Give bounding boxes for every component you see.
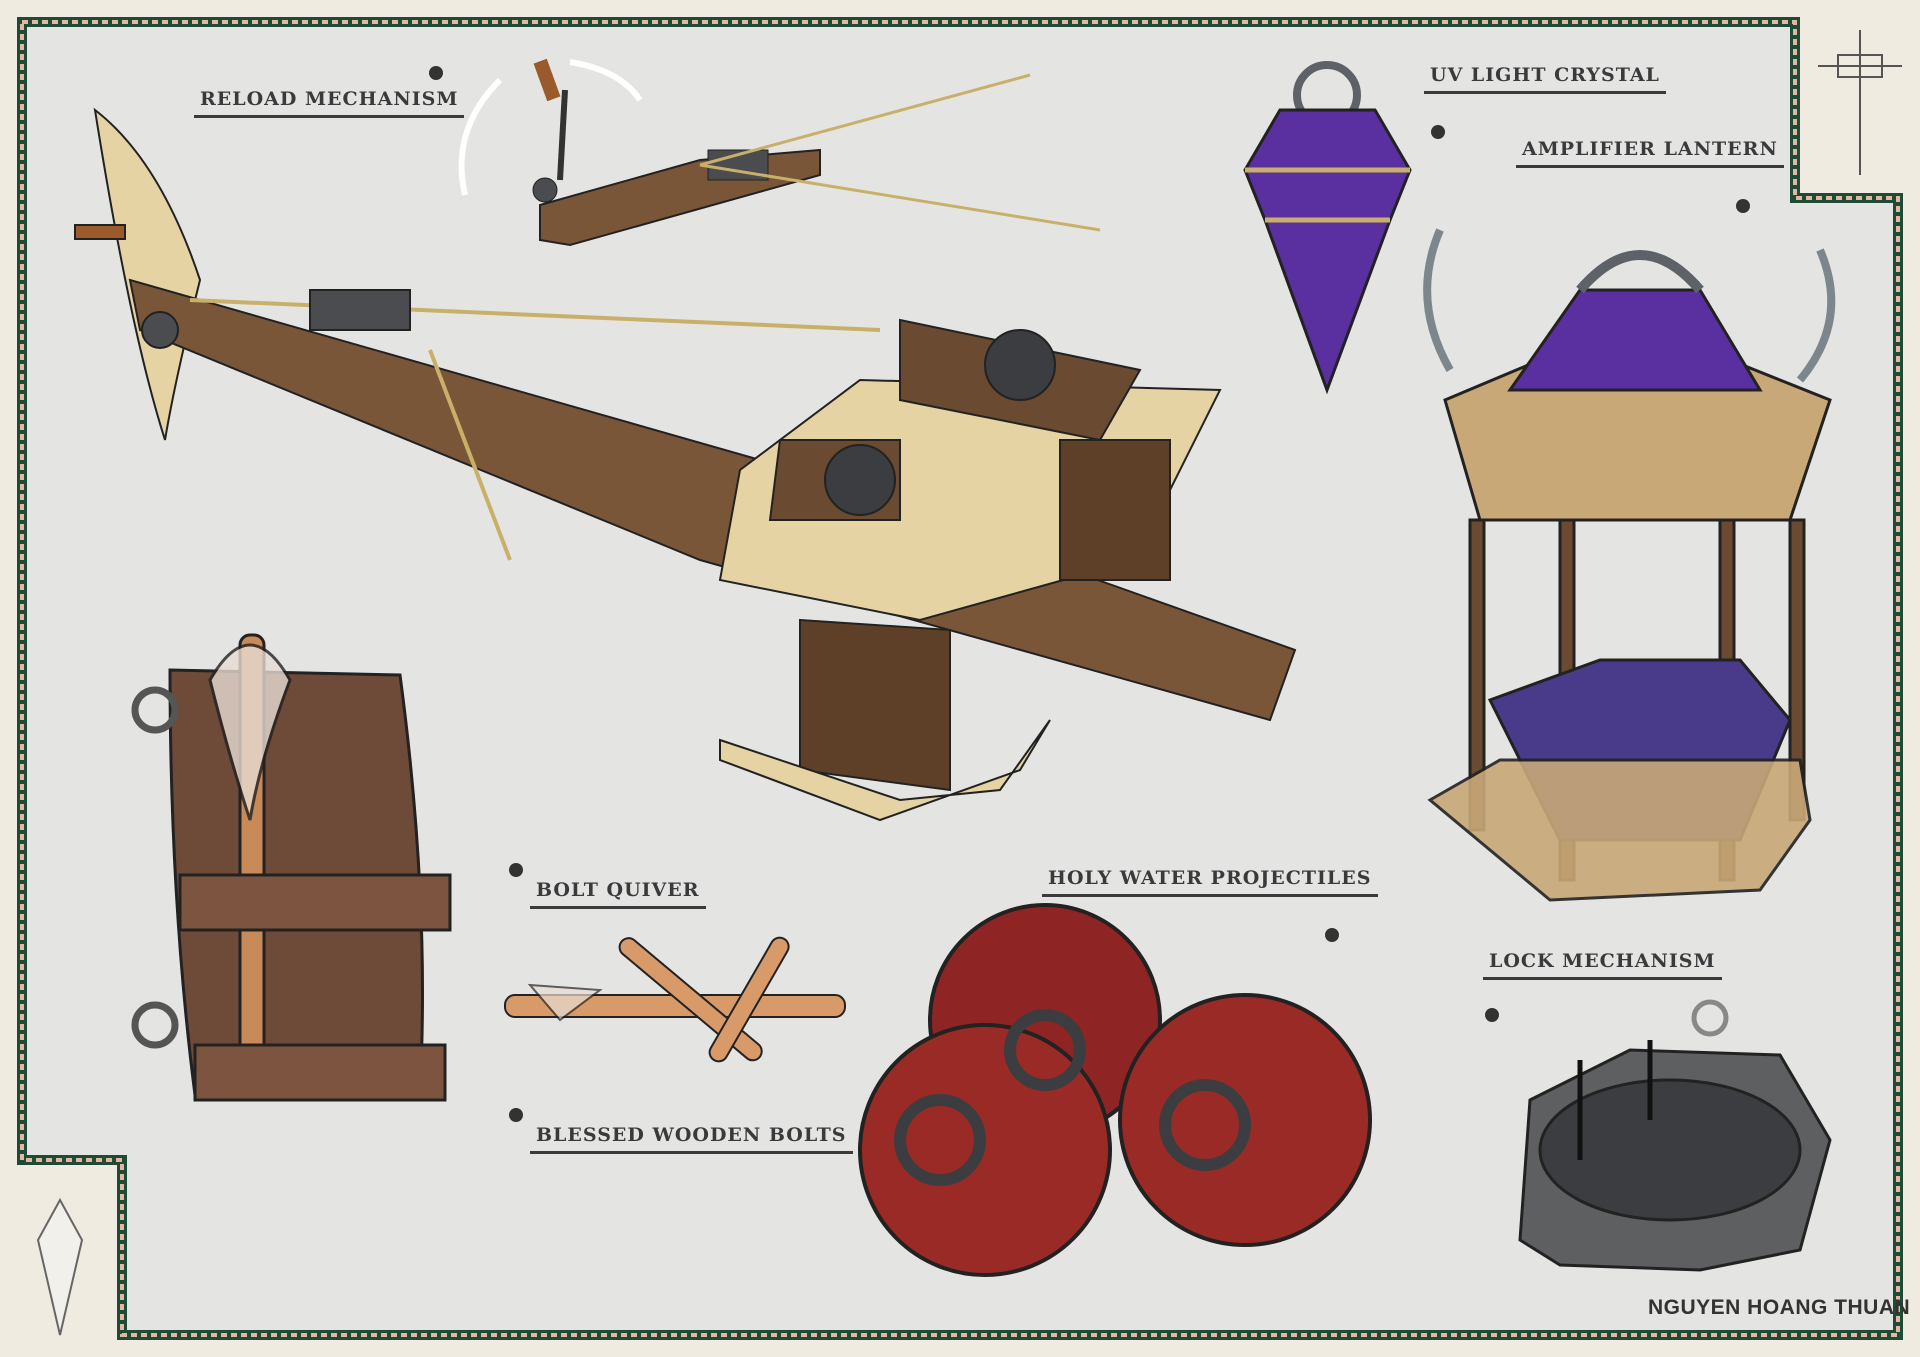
label-text: AMPLIFIER LANTERN (1522, 138, 1778, 160)
bolt-quiver-illustration (131, 633, 452, 1102)
label-text: UV LIGHT CRYSTAL (1430, 64, 1660, 86)
label-blessed-wooden-bolts: BLESSED WOODEN BOLTS (530, 1124, 853, 1154)
holy-water-projectiles-illustration (858, 903, 1372, 1277)
label-underline (1483, 977, 1722, 980)
label-uv-light-crystal: UV LIGHT CRYSTAL (1424, 64, 1666, 94)
label-underline (1424, 91, 1666, 94)
label-reload-mechanism: RELOAD MECHANISM (194, 88, 465, 118)
amplifier-lantern-illustration (1423, 228, 1836, 902)
label-bolt-quiver: BOLT QUIVER (530, 879, 706, 909)
corner-crystal-insignia (36, 1197, 84, 1336)
label-underline (194, 115, 465, 118)
crossbow-illustration (74, 107, 1297, 822)
label-amplifier-lantern: AMPLIFIER LANTERN (1516, 138, 1784, 168)
label-text: HOLY WATER PROJECTILES (1048, 867, 1372, 889)
label-underline (1516, 165, 1784, 168)
lock-mechanism-illustration (1518, 999, 1832, 1272)
artist-signature: NGUYEN HOANG THUAN 2020 (1648, 1296, 1911, 1319)
label-underline (1042, 894, 1378, 897)
label-underline (530, 1151, 853, 1154)
compass-star-markers (429, 66, 1750, 1122)
uv-light-crystal-illustration (1243, 61, 1412, 395)
corner-crossbow-insignia (1818, 30, 1902, 175)
label-text: BOLT QUIVER (536, 879, 700, 901)
meander-border (20, 20, 1900, 1337)
label-lock-mechanism: LOCK MECHANISM (1483, 950, 1722, 980)
label-underline (530, 906, 706, 909)
label-holy-water-projectiles: HOLY WATER PROJECTILES (1042, 867, 1378, 897)
label-text: BLESSED WOODEN BOLTS (536, 1124, 847, 1146)
label-text: LOCK MECHANISM (1489, 950, 1716, 972)
blessed-wooden-bolts-illustration (504, 936, 846, 1063)
reload-mechanism-illustration (458, 58, 1101, 247)
label-text: RELOAD MECHANISM (200, 88, 459, 110)
